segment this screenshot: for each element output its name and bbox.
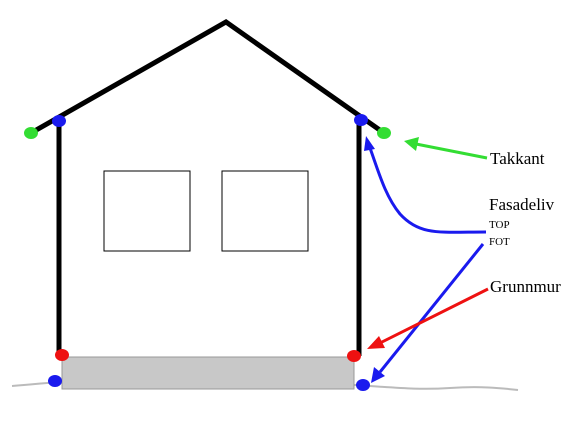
fasadeliv-fot-arrow	[371, 243, 485, 383]
fasadeliv-fot-left-marker	[48, 375, 62, 387]
grunnmur-label: Grunnmur	[490, 277, 561, 296]
fasadeliv-fot-label: FOT	[489, 236, 510, 248]
grunnmur-right-marker	[347, 350, 361, 362]
takkant-label: Takkant	[490, 149, 545, 168]
foundation-block	[61, 356, 355, 390]
takkant-right-marker	[377, 127, 391, 139]
fasadeliv-top-arrow	[364, 136, 487, 234]
fasadeliv-top-right-marker	[354, 114, 368, 126]
fasadeliv-label: Fasadeliv	[489, 195, 555, 214]
fasadeliv-fot-right-marker	[356, 379, 370, 391]
grunnmur-left-marker	[55, 349, 69, 361]
fasadeliv-top-left-marker	[52, 115, 66, 127]
fasadeliv-top-label: TOP	[489, 219, 510, 231]
takkant-arrow	[404, 137, 488, 160]
roof-line	[29, 19, 386, 136]
window-left	[103, 170, 191, 252]
window-right	[221, 170, 309, 252]
takkant-left-marker	[24, 127, 38, 139]
grunnmur-arrow	[367, 287, 489, 349]
